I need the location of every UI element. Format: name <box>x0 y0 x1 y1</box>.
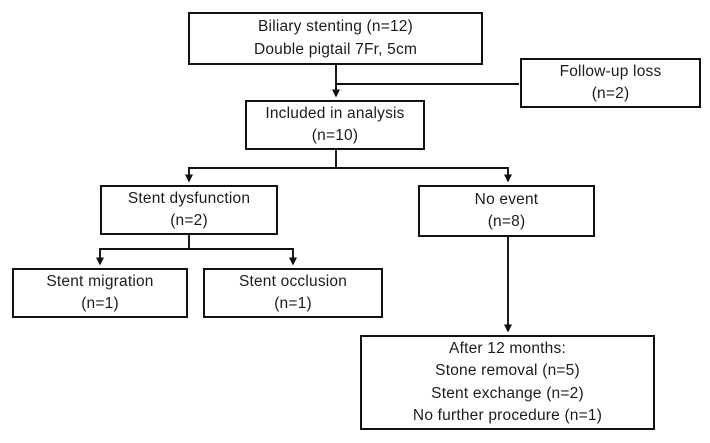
box-stent-migration-line1: Stent migration <box>46 272 154 290</box>
box-after-12-months-line1: After 12 months: <box>449 339 566 357</box>
box-stent-occlusion-line1: Stent occlusion <box>238 272 348 290</box>
box-no-event: No event (n=8) <box>418 185 595 237</box>
box-biliary-stenting: Biliary stenting (n=12) Double pigtail 7… <box>188 12 483 65</box>
box-follow-up-loss: Follow-up loss (n=2) <box>520 58 701 108</box>
box-stent-dysfunction-line2: (n=2) <box>170 212 208 229</box>
box-stent-migration-line2: (n=1) <box>81 295 119 312</box>
box-after-12-months-line2: Stone removal (n=5) <box>435 362 580 379</box>
box-biliary-stenting-line1: Biliary stenting (n=12) <box>258 18 413 35</box>
box-after-12-months-line3: Stent exchange (n=2) <box>431 384 584 402</box>
box-after-12-months: After 12 months: Stone removal (n=5) Ste… <box>360 335 655 430</box>
box-stent-occlusion-line2: (n=1) <box>274 295 312 312</box>
box-after-12-months-line4: No further procedure (n=1) <box>412 407 603 424</box>
box-biliary-stenting-line2: Double pigtail 7Fr, 5cm <box>253 40 418 58</box>
box-included-in-analysis-line2: (n=10) <box>311 127 359 144</box>
box-included-in-analysis: Included in analysis (n=10) <box>245 100 425 150</box>
box-no-event-line1: No event <box>474 190 539 208</box>
box-follow-up-loss-line2: (n=2) <box>591 85 630 102</box>
box-stent-dysfunction: Stent dysfunction (n=2) <box>100 185 278 235</box>
box-stent-dysfunction-line1: Stent dysfunction <box>127 189 251 207</box>
box-no-event-line2: (n=8) <box>487 213 526 230</box>
box-stent-migration: Stent migration (n=1) <box>12 268 188 318</box>
box-included-in-analysis-line1: Included in analysis <box>265 104 405 122</box>
box-follow-up-loss-line1: Follow-up loss <box>559 62 662 80</box>
box-stent-occlusion: Stent occlusion (n=1) <box>203 268 383 318</box>
